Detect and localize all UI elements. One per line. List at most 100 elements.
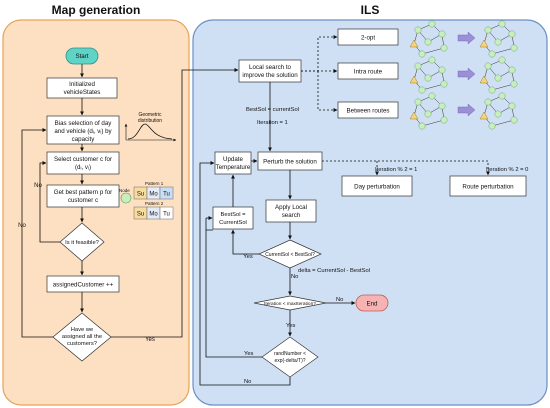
feasible-no-arrow [39,161,60,243]
p1-day-su: Su [137,192,144,198]
route-graph [409,92,448,130]
route-graph [409,56,448,94]
pattern1-days: Su Mo Tu [133,186,174,200]
p2-day-su: Su [137,212,144,218]
all-assigned-line-1: Have we [71,327,94,333]
route-perturbation-box [449,175,527,197]
route-graph [479,20,518,58]
best-pattern-box [46,184,120,208]
intra-route-box [337,62,399,80]
init-line-2: vehicleStates [64,89,101,96]
node-label: Node [119,188,130,193]
ils-flow: Local search to improve the solution 2-o… [199,20,528,386]
end-label: End [366,301,378,308]
feasible-label: Is it feasible? [65,240,100,246]
transform-arrow [457,67,476,81]
bias-box [46,115,120,145]
select-customer-box [46,151,120,175]
ils-panel [192,19,548,406]
between-routes-box [337,101,399,119]
current-best-yes-arrow [231,229,259,255]
best-line-2: customer c [68,197,98,204]
all-assigned-line-3: customers? [67,341,98,347]
pattern2-label: Pattern 2 [145,201,164,206]
apply-local-line-2: search [282,212,301,219]
select-line-2: (dᵢ, vᵢ) [75,164,91,171]
all-assigned-yes-arrow [111,68,239,338]
route-graph [409,20,448,58]
rand-no-label: No [244,379,251,385]
apply-local-line-1: Apply Local [275,204,307,211]
p2-day-mo: Mo [149,212,158,218]
transform-arrow [457,31,476,45]
geo-label-1: Geometric [138,112,162,118]
iteration-max-no-label: No [336,297,343,303]
select-line-1: Select customer c for [54,156,112,163]
p2-day-tu: Tu [163,212,170,218]
iteration-one-label: Iteration = 1 [257,120,288,126]
current-best-no-label: No [291,274,298,280]
route-graph [479,92,518,130]
bestsol-assign-label: BestSol = currentSol [246,107,299,113]
local-search-branches [301,35,338,112]
geo-label-2: distribution [138,118,162,124]
route-perturbation-label: Route perturbation [462,184,514,191]
update-temperature-box [214,151,252,175]
transform-arrow [457,103,476,117]
start-label: Start [75,53,88,60]
current-best-yes-label: Yes [243,254,253,260]
current-best-label: CurrentSol < BestSol? [265,252,315,258]
between-routes-label: Between routes [347,108,390,115]
local-search-line-1: Local search to [249,64,292,71]
two-opt-label: 2-opt [361,35,375,42]
rand-no-arrow [199,161,291,386]
init-line-1: Initialized [69,81,95,88]
all-assigned-no-arrow [21,128,53,338]
all-assigned-yes-label: Yes [145,337,155,343]
two-opt-box [337,28,399,46]
iteration-max-label: Iteration < maxIteration? [264,301,316,307]
rand-yes-arrow [205,229,262,358]
map-generation-title: Map generation [52,3,141,17]
intra-route-label: Intra route [354,69,383,76]
node-icon [120,192,132,204]
map-flow: Start Initialized vehicleStates Bias sel… [18,47,239,362]
rand-yes-label: Yes [244,351,254,357]
update-temp-line-2: Temperature [216,164,251,171]
perturbation-branches [322,160,490,176]
geometric-distribution-chart: Geometric distribution [124,112,177,142]
day-perturbation-label: Day perturbation [354,184,400,191]
bestsol-current-line-1: BestSol = [221,212,247,218]
pattern1-label: Pattern 1 [145,181,164,186]
end-node [355,294,389,312]
perturb-label: Perturb the solution [263,159,317,166]
bestsol-current-line-2: CurrentSol [219,220,247,226]
rand-line-1: randNumber < [274,351,306,357]
assigned-box [46,275,120,293]
bias-line-2: and vehicle (dᵢ, vᵢ) by [54,128,112,135]
ils-title: ILS [361,3,380,17]
iter-mod-0-label: Iteration % 2 = 0 [486,167,528,173]
delta-label: delta = CurrentSol - BestSol [298,268,370,274]
all-assigned-decision [52,312,112,362]
pattern2-days: Su Mo Tu [133,206,174,220]
best-line-1: Get best pattern p for [54,189,112,196]
assigned-label: assignedCustomer ++ [53,282,114,289]
rand-line-2: exp(-delta/T)? [274,358,305,364]
route-graph [479,56,518,94]
bias-line-3: capacity [72,136,96,143]
route-graph-illustrations [409,20,518,130]
update-temp-line-1: Update [223,156,244,163]
feasible-no-label: No [34,183,42,189]
all-assigned-no-label: No [18,223,26,229]
bias-line-1: Bias selection of day [55,120,113,127]
iter-mod-1-label: Iteration % 2 = 1 [375,167,417,173]
local-search-line-2: improve the solution [242,72,298,79]
p1-day-tu: Tu [163,192,170,198]
p1-day-mo: Mo [149,192,158,198]
iteration-max-yes-label: Yes [286,323,296,329]
apply-local-search-box [265,199,317,223]
day-perturbation-box [341,175,413,197]
all-assigned-line-2: assigned all the [62,334,102,340]
